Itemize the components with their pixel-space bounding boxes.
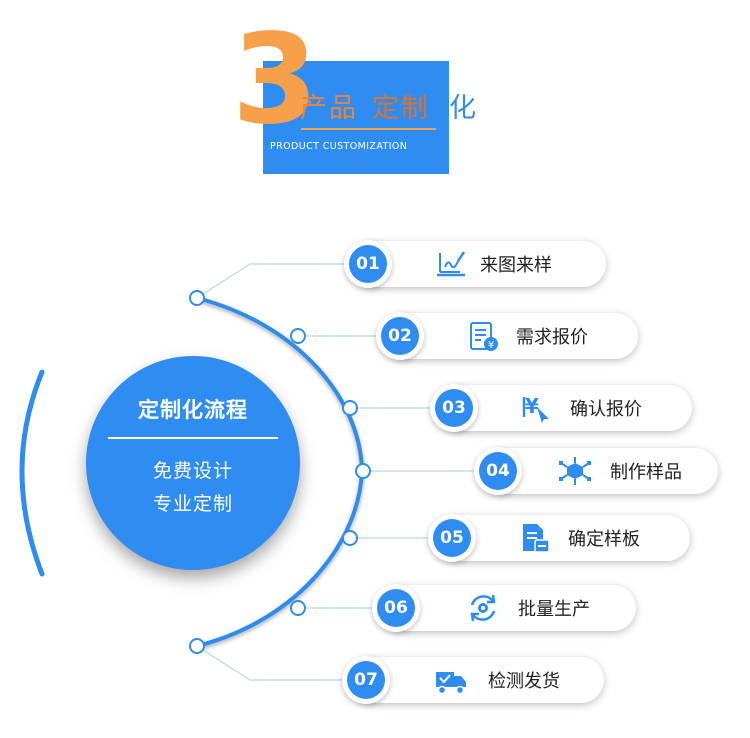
step-number-badge: 07: [342, 656, 390, 704]
arc-node-03: [342, 400, 358, 416]
header-title-part2: 定制: [372, 93, 430, 124]
step-number-badge: 06: [372, 584, 420, 632]
header-underline: [301, 128, 436, 130]
quote-document-icon: ¥: [470, 322, 498, 351]
step-number-badge: 04: [474, 447, 522, 495]
step-pill: [440, 385, 692, 431]
step-06: 06 批量生产: [372, 580, 636, 636]
header-subtitle: PRODUCT CUSTOMIZATION: [270, 141, 408, 152]
arc-node-07: [189, 638, 205, 654]
arc-node-05: [342, 530, 358, 546]
step-pill: [386, 313, 638, 359]
step-number-badge: 01: [344, 240, 392, 288]
yen-click-icon: ¥: [522, 394, 549, 423]
step-number-badge: 03: [430, 384, 478, 432]
step-label: 确认报价: [570, 399, 642, 420]
center-line2: 专业定制: [152, 493, 233, 515]
step-number-badge: 02: [376, 312, 424, 360]
document-check-icon: [523, 524, 550, 553]
connector-01: [196, 263, 350, 299]
arc-node-02: [290, 328, 306, 344]
step-label: 需求报价: [516, 327, 588, 348]
step-label: 批量生产: [518, 599, 590, 620]
step-label: 确定样板: [568, 529, 640, 550]
step-number-badge: 05: [428, 514, 476, 562]
cube-network-icon: [559, 457, 591, 485]
step-label: 来图来样: [480, 255, 552, 276]
arc-node-04: [355, 463, 371, 479]
svg-text:¥: ¥: [525, 394, 539, 418]
center-divider: [108, 437, 278, 439]
step-07: 07 检测发货: [342, 652, 604, 708]
arc-node-06: [290, 600, 306, 616]
center-line1: 免费设计: [152, 460, 233, 482]
step-pill: [484, 448, 718, 494]
header-number: 3: [232, 8, 318, 152]
center-circle: 定制化流程 免费设计 专业定制: [86, 356, 300, 570]
step-label: 检测发货: [488, 671, 560, 692]
step-pill: [438, 515, 690, 561]
step-03: 03 ¥ 确认报价: [430, 380, 692, 436]
step-pill: [382, 585, 636, 631]
center-title: 定制化流程: [138, 398, 248, 422]
header-blue-block: [263, 61, 449, 174]
step-label: 制作样品: [610, 462, 682, 483]
header-title-part3: 化: [449, 93, 476, 124]
svg-text:¥: ¥: [488, 340, 494, 351]
step-04: 04 制作样品: [474, 443, 718, 499]
header-title: 产品定制: [300, 86, 430, 125]
gear-cycle-icon: [470, 594, 496, 622]
header-title-part1: 产品: [300, 93, 358, 124]
step-pill: [354, 241, 606, 287]
drawing-icon: [437, 251, 466, 277]
step-01: 01 来图来样: [344, 236, 606, 292]
connector-07: [196, 645, 350, 681]
arc-node-01: [189, 290, 205, 306]
left-arc: [19, 369, 45, 577]
step-pill: [352, 657, 604, 703]
step-05: 05 确定样板: [428, 510, 690, 566]
delivery-truck-icon: [436, 672, 466, 695]
step-02: 02 ¥ 需求报价: [376, 308, 638, 364]
